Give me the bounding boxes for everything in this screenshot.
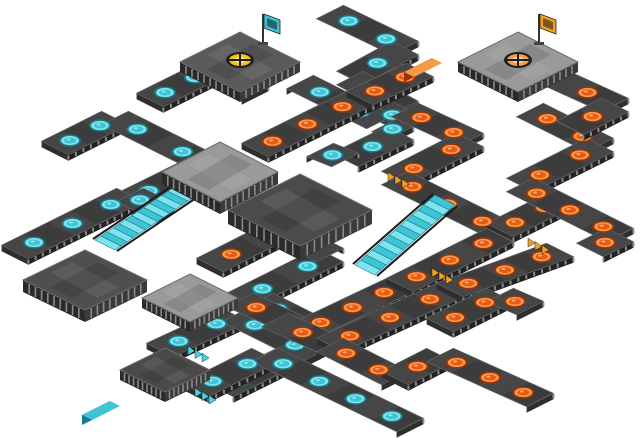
orange-track-bottom-right bbox=[425, 287, 545, 338]
orange-track-right-light bbox=[402, 162, 425, 175]
orange-track-center-light bbox=[341, 301, 364, 314]
cyan-track-left-light bbox=[59, 134, 81, 147]
orange-track-upper-light bbox=[261, 135, 284, 148]
orange-track-base bbox=[545, 72, 630, 141]
orange-track-lower-light bbox=[494, 264, 516, 276]
orange-track-bottom-right-light bbox=[444, 311, 466, 324]
boost-cyan-1-arrow-icon bbox=[187, 345, 210, 363]
cyan-spawn-pad bbox=[82, 401, 120, 425]
orange-track-far-right-light bbox=[594, 236, 616, 249]
cyan-track-bottom-b-light bbox=[236, 357, 259, 370]
orange-flag-icon bbox=[534, 13, 557, 45]
cyan-track-top-light bbox=[375, 33, 398, 45]
cyan-track-bottom-b-light bbox=[272, 357, 295, 370]
cyan-track-bottom-a-light bbox=[167, 335, 190, 348]
cyan-track-left-low-light bbox=[23, 236, 46, 249]
cyan-track-bottom-b-light bbox=[308, 375, 331, 388]
orange-spawn-pad bbox=[404, 58, 442, 82]
track-layer bbox=[0, 4, 635, 438]
orange-track-mid-light bbox=[220, 248, 243, 261]
cyan-ramp-right bbox=[352, 193, 458, 277]
cyan-track-center-light bbox=[251, 282, 274, 295]
cyan-track-top-light bbox=[337, 15, 360, 27]
orange-track-bottom-right-light bbox=[474, 296, 496, 309]
cyan-spawn-platform bbox=[118, 347, 212, 402]
orange-track-lower-light bbox=[379, 311, 401, 324]
orange-track-bottom-light bbox=[479, 371, 501, 384]
orange-track-lower-light bbox=[291, 326, 314, 339]
orange-ring-icon bbox=[504, 52, 532, 68]
orange-track-lower-light bbox=[457, 277, 480, 290]
side-platform-left bbox=[140, 273, 240, 332]
orange-track-right-light bbox=[410, 111, 433, 124]
orange-track-base-light bbox=[581, 110, 604, 123]
orange-track-bottom-light bbox=[335, 347, 358, 360]
cyan-track-left-light bbox=[89, 119, 111, 132]
cyan-track-bottom-b-light bbox=[344, 392, 367, 405]
orange-track-right-light bbox=[440, 143, 463, 156]
orange-track-center-light bbox=[373, 286, 396, 299]
orange-track-upper-light bbox=[364, 85, 386, 97]
cyan-track-center-light bbox=[296, 260, 319, 273]
cyan-track-bottom-b-light bbox=[380, 410, 403, 423]
cyan-lower-platform bbox=[21, 249, 149, 322]
orange-track-center-light bbox=[405, 270, 428, 283]
orange-track-far-right-light bbox=[559, 204, 581, 216]
center-platform-main bbox=[226, 173, 374, 260]
platform-layer bbox=[21, 31, 580, 402]
orange-track-center-light bbox=[472, 237, 495, 250]
cyan-track-left-low-light bbox=[99, 198, 122, 211]
cyan-track-top-light bbox=[366, 57, 389, 69]
orange-track-far-right-light bbox=[525, 187, 548, 200]
orange-track-center-light bbox=[309, 316, 332, 329]
orange-track-right-light bbox=[471, 215, 494, 228]
cyan-track-bottom-b bbox=[180, 347, 425, 438]
orange-track-upper-light bbox=[296, 118, 319, 130]
boost-orange-1-arrow-icon bbox=[387, 171, 410, 189]
cyan-track-mid-light bbox=[381, 123, 404, 135]
orange-track-bottom-right-light bbox=[504, 295, 526, 308]
orange-track-right-light bbox=[442, 126, 465, 139]
decor-layer bbox=[82, 13, 557, 425]
cyan-track-top-light bbox=[309, 86, 331, 98]
cyan-track-left-light bbox=[171, 145, 194, 158]
cyan-flag-icon bbox=[258, 13, 281, 45]
cyan-track-left-low-light bbox=[61, 217, 84, 230]
orange-track-far-right-light bbox=[569, 149, 591, 161]
orange-track-bottom-light bbox=[512, 386, 535, 399]
boost-orange-2-arrow-icon bbox=[431, 267, 454, 285]
boost-cyan-2-arrow-icon bbox=[194, 387, 217, 405]
cyan-track-mid-light bbox=[321, 149, 344, 161]
orange-track-far-right bbox=[505, 102, 635, 263]
orange-track-far-right-light bbox=[529, 169, 551, 181]
orange-track-center-light bbox=[245, 301, 268, 314]
orange-track-upper-light bbox=[331, 100, 354, 113]
orange-track-lower-light bbox=[530, 250, 553, 263]
orange-track-lower-light bbox=[339, 329, 361, 342]
center-platform-upper bbox=[160, 141, 280, 214]
orange-track-far-right-light bbox=[592, 220, 615, 233]
orange-track-bottom-light bbox=[367, 363, 390, 376]
orange-track-bottom bbox=[315, 337, 555, 413]
cyan-track-mid-light bbox=[361, 140, 384, 153]
orange-track-right-light bbox=[504, 216, 526, 229]
orange-track-far-right-light bbox=[536, 112, 559, 125]
orange-track-base-light bbox=[576, 86, 599, 99]
orange-track-bottom-light bbox=[445, 356, 468, 369]
boost-orange-3-arrow-icon bbox=[527, 237, 550, 255]
cyan-track-mid bbox=[305, 117, 415, 173]
orange-track-center-light bbox=[439, 254, 461, 266]
orange-track-bottom-light bbox=[406, 360, 429, 373]
orange-track-lower-light bbox=[419, 293, 441, 306]
cyan-track-upper-light bbox=[154, 86, 176, 99]
gold-ring-icon bbox=[226, 52, 254, 68]
cyan-track-left-light bbox=[126, 123, 149, 136]
cyan-track-left-low-light bbox=[129, 194, 151, 206]
